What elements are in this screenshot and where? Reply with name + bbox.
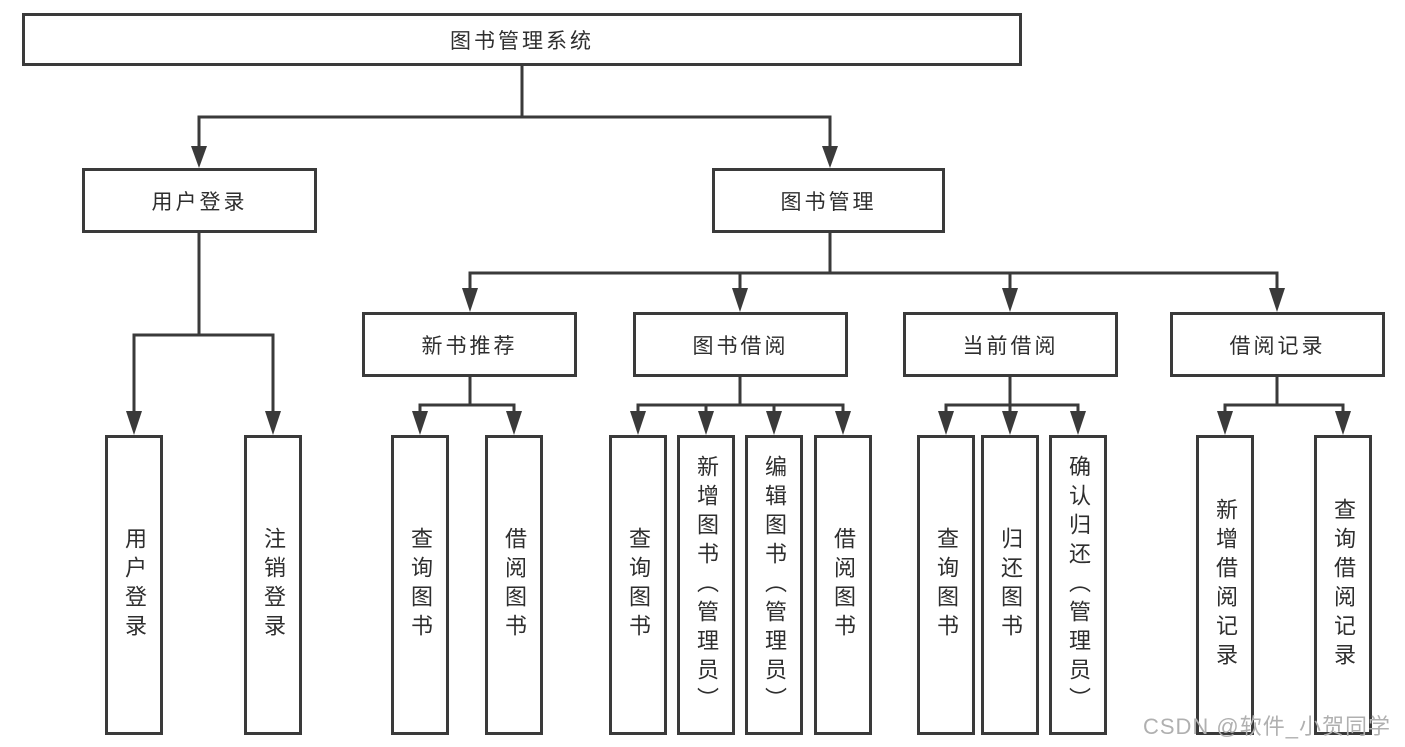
leaf-borrow-borrow-books: 借阅图书 <box>814 435 872 735</box>
leaf-recommend-borrow-books: 借阅图书 <box>485 435 543 735</box>
leaf-logout: 注销登录 <box>244 435 302 735</box>
leaf-current-query-books-label: 查询图书 <box>934 527 959 643</box>
leaf-borrow-query-books: 查询图书 <box>609 435 667 735</box>
leaf-borrow-edit-books-admin-label: 编辑图书（管理员） <box>762 454 787 716</box>
leaf-records-add-record-label: 新增借阅记录 <box>1213 498 1238 672</box>
node-root-label: 图书管理系统 <box>450 29 594 53</box>
node-borrowing-records: 借阅记录 <box>1170 312 1385 377</box>
node-new-book-recommendation: 新书推荐 <box>362 312 577 377</box>
leaf-recommend-query-books-label: 查询图书 <box>408 527 433 643</box>
node-user-login-label: 用户登录 <box>151 190 248 214</box>
leaf-records-query-record-label: 查询借阅记录 <box>1331 498 1356 672</box>
csdn-watermark: CSDN @软件_小贺同学 <box>1142 714 1391 739</box>
node-current-borrowing-label: 当前借阅 <box>962 334 1059 358</box>
leaf-current-confirm-return-admin: 确认归还（管理员） <box>1049 435 1107 735</box>
leaf-borrow-borrow-books-label: 借阅图书 <box>831 527 856 643</box>
node-current-borrowing: 当前借阅 <box>903 312 1118 377</box>
leaf-borrow-add-books-admin: 新增图书（管理员） <box>677 435 735 735</box>
leaf-borrow-edit-books-admin: 编辑图书（管理员） <box>745 435 803 735</box>
leaf-records-query-record: 查询借阅记录 <box>1314 435 1372 735</box>
leaf-records-add-record: 新增借阅记录 <box>1196 435 1254 735</box>
leaf-borrow-add-books-admin-label: 新增图书（管理员） <box>694 454 719 716</box>
node-user-login: 用户登录 <box>82 168 317 233</box>
leaf-current-confirm-return-admin-label: 确认归还（管理员） <box>1066 454 1091 716</box>
leaf-user-login: 用户登录 <box>105 435 163 735</box>
leaf-logout-label: 注销登录 <box>261 527 286 643</box>
leaf-borrow-query-books-label: 查询图书 <box>626 527 651 643</box>
node-borrowing-records-label: 借阅记录 <box>1229 334 1326 358</box>
node-new-book-recommendation-label: 新书推荐 <box>421 334 518 358</box>
leaf-user-login-label: 用户登录 <box>122 527 147 643</box>
leaf-current-return-books: 归还图书 <box>981 435 1039 735</box>
leaf-recommend-query-books: 查询图书 <box>391 435 449 735</box>
node-root: 图书管理系统 <box>22 13 1022 66</box>
leaf-current-return-books-label: 归还图书 <box>998 527 1023 643</box>
node-book-borrowing: 图书借阅 <box>633 312 848 377</box>
node-book-management-label: 图书管理 <box>780 190 877 214</box>
node-book-borrowing-label: 图书借阅 <box>692 334 789 358</box>
node-book-management: 图书管理 <box>712 168 945 233</box>
leaf-current-query-books: 查询图书 <box>917 435 975 735</box>
leaf-recommend-borrow-books-label: 借阅图书 <box>502 527 527 643</box>
